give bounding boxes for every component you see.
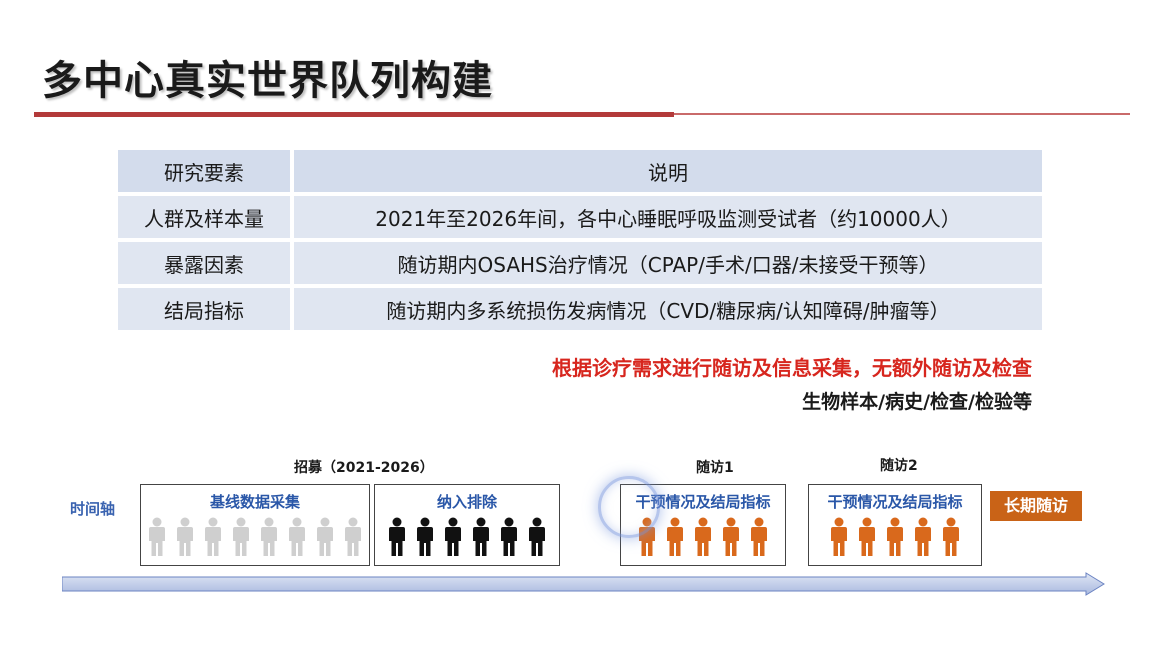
followup1-box-title: 干预情况及结局指标 xyxy=(635,493,771,511)
person-icon xyxy=(723,517,739,556)
person-icon xyxy=(261,517,277,556)
table-cell: 结局指标 xyxy=(118,288,294,330)
title-underline xyxy=(34,112,674,117)
person-icon xyxy=(915,517,931,556)
data-types-note: 生物样本/病史/检查/检验等 xyxy=(802,391,1032,413)
person-icon xyxy=(417,517,433,556)
person-icon xyxy=(149,517,165,556)
recruit-label: 招募（2021-2026） xyxy=(294,460,434,476)
people-group-black xyxy=(375,517,559,557)
baseline-box-title: 基线数据采集 xyxy=(209,493,300,511)
timeline-arrow-icon xyxy=(62,572,1105,596)
followup2-label: 随访2 xyxy=(880,458,918,474)
table-header-cell: 说明 xyxy=(294,150,1042,192)
baseline-box: 基线数据采集 xyxy=(140,484,370,566)
followup1-box: 干预情况及结局指标 xyxy=(620,484,786,566)
page-title: 多中心真实世界队列构建 xyxy=(42,58,493,104)
followup2-box: 干预情况及结局指标 xyxy=(808,484,982,566)
person-icon xyxy=(445,517,461,556)
person-icon xyxy=(501,517,517,556)
person-icon xyxy=(751,517,767,556)
table-row: 结局指标 随访期内多系统损伤发病情况（CVD/糖尿病/认知障碍/肿瘤等） xyxy=(118,288,1042,330)
table-header-cell: 研究要素 xyxy=(118,150,294,192)
person-icon xyxy=(177,517,193,556)
highlight-circle-decoration xyxy=(598,476,660,538)
people-group-gray xyxy=(141,517,369,557)
person-icon xyxy=(289,517,305,556)
person-icon xyxy=(887,517,903,556)
table-cell: 2021年至2026年间，各中心睡眠呼吸监测受试者（约10000人） xyxy=(294,196,1042,238)
people-group-orange-2 xyxy=(809,517,981,557)
person-icon xyxy=(345,517,361,556)
person-icon xyxy=(205,517,221,556)
followup1-label: 随访1 xyxy=(696,460,734,476)
table-cell: 暴露因素 xyxy=(118,242,294,284)
person-icon xyxy=(233,517,249,556)
person-icon xyxy=(859,517,875,556)
person-icon xyxy=(943,517,959,556)
inclusion-box: 纳入排除 xyxy=(374,484,560,566)
table-row: 人群及样本量 2021年至2026年间，各中心睡眠呼吸监测受试者（约10000人… xyxy=(118,196,1042,238)
person-icon xyxy=(831,517,847,556)
person-icon xyxy=(667,517,683,556)
person-icon xyxy=(695,517,711,556)
people-group-orange-1 xyxy=(621,517,785,557)
person-icon xyxy=(529,517,545,556)
table-cell: 随访期内多系统损伤发病情况（CVD/糖尿病/认知障碍/肿瘤等） xyxy=(294,288,1042,330)
followup-note: 根据诊疗需求进行随访及信息采集，无额外随访及检查 xyxy=(552,356,1032,380)
table-cell: 人群及样本量 xyxy=(118,196,294,238)
study-elements-table: 研究要素 说明 人群及样本量 2021年至2026年间，各中心睡眠呼吸监测受试者… xyxy=(118,146,1042,334)
table-row: 暴露因素 随访期内OSAHS治疗情况（CPAP/手术/口器/未接受干预等） xyxy=(118,242,1042,284)
title-underline-extension xyxy=(674,113,1130,115)
table-cell: 随访期内OSAHS治疗情况（CPAP/手术/口器/未接受干预等） xyxy=(294,242,1042,284)
person-icon xyxy=(389,517,405,556)
inclusion-box-title: 纳入排除 xyxy=(436,493,497,511)
followup2-box-title: 干预情况及结局指标 xyxy=(827,493,963,511)
long-term-followup-badge: 长期随访 xyxy=(990,491,1082,521)
person-icon xyxy=(317,517,333,556)
notes-block: 根据诊疗需求进行随访及信息采集，无额外随访及检查 生物样本/病史/检查/检验等 xyxy=(552,354,1032,416)
table-header-row: 研究要素 说明 xyxy=(118,150,1042,192)
person-icon xyxy=(473,517,489,556)
timeline-axis-label: 时间轴 xyxy=(70,500,116,518)
